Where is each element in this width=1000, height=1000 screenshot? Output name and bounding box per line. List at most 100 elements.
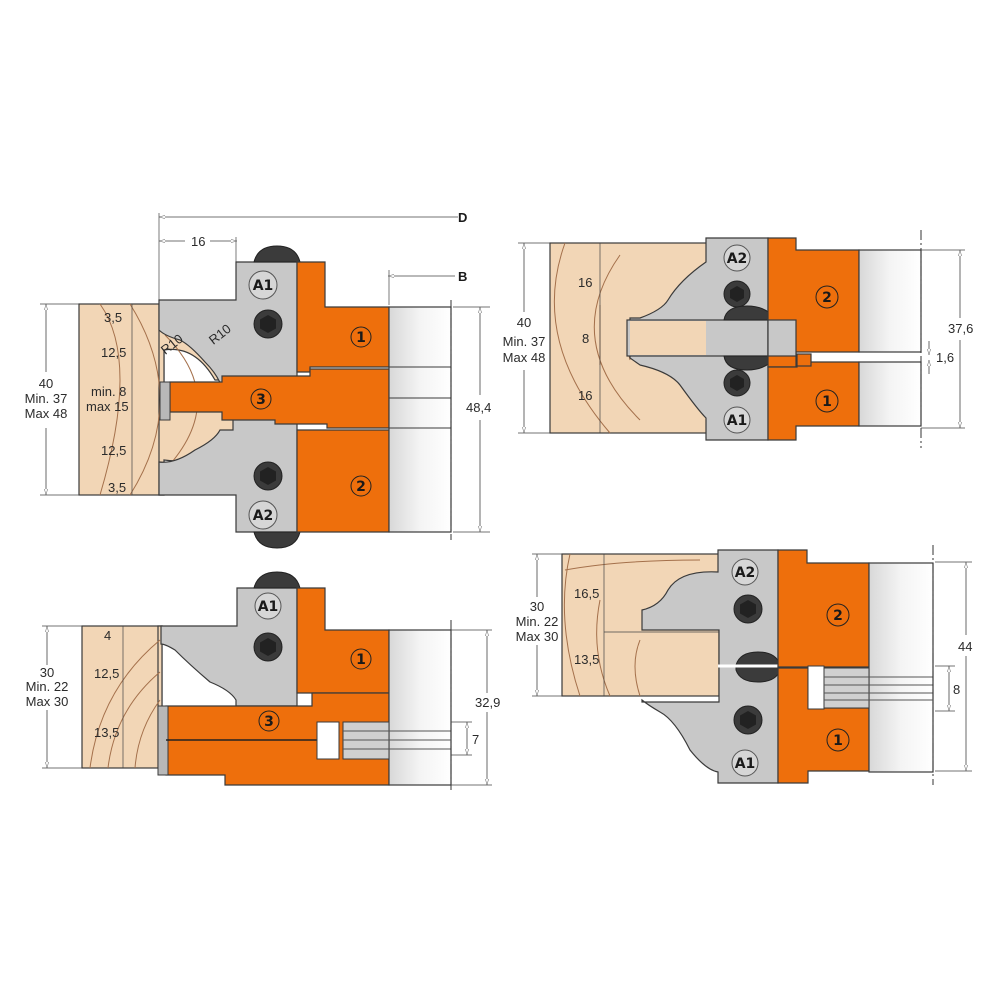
badge-cutter-1-label: 1 <box>356 330 366 346</box>
center-bar-end <box>767 319 797 357</box>
badge-a1 <box>254 592 282 620</box>
label-profile-dim: 13,5 <box>94 725 119 740</box>
blade-column <box>858 361 922 427</box>
badge-cutter-3 <box>250 388 272 410</box>
badge-a1-label: A1 <box>258 599 279 615</box>
workpiece <box>78 303 165 496</box>
slot-window <box>807 665 825 710</box>
label-profile-dim: 8 <box>582 331 589 346</box>
label-thickness: 30 <box>40 665 54 680</box>
screw-cap-top <box>253 245 301 263</box>
hex-socket-icon <box>740 600 756 618</box>
cutter-2 <box>296 429 390 533</box>
cutter-1 <box>767 361 860 441</box>
badge-a1 <box>248 270 278 300</box>
slot-window <box>316 721 340 760</box>
badge-cutter-2-label: 2 <box>822 290 832 306</box>
badge-a2 <box>723 244 751 272</box>
badge-cutter-1-label: 1 <box>822 394 832 410</box>
label-tool-height: 48,4 <box>466 400 491 415</box>
hex-socket-icon <box>740 711 756 729</box>
badge-cutter-1-label: 1 <box>356 652 366 668</box>
badge-cutter-2 <box>350 475 372 497</box>
view-bottom-left: A1 1 3 32,9 7 30 Min. 22 <box>26 571 500 790</box>
label-thickness-min: Min. 37 <box>503 334 546 349</box>
badge-a1-label: A1 <box>735 756 756 772</box>
label-thickness-min: Min. 22 <box>26 679 69 694</box>
cutter-1 <box>296 587 390 694</box>
cutter-2 <box>777 549 870 668</box>
cutter-3 <box>169 368 390 429</box>
label-thickness-max: Max 30 <box>516 629 559 644</box>
blade-column <box>858 249 922 353</box>
label-profile-dim: 16 <box>578 275 592 290</box>
screw-cap-top <box>253 571 301 589</box>
badge-cutter-2-label: 2 <box>356 479 366 495</box>
label-profile-dim: max 15 <box>86 399 129 414</box>
badge-cutter-1 <box>350 326 372 348</box>
cutter-tab <box>796 353 812 367</box>
label-gap: 1,6 <box>936 350 954 365</box>
badge-cutter-3-label: 3 <box>256 392 266 408</box>
wood-grain <box>563 553 701 697</box>
badge-cutter-3 <box>258 710 280 732</box>
label-profile-dim: 4 <box>104 628 111 643</box>
hex-socket-icon <box>730 375 744 391</box>
label-profile-dim: 16 <box>578 388 592 403</box>
hex-socket-icon <box>260 638 276 656</box>
badge-cutter-3-label: 3 <box>264 714 274 730</box>
workpiece-tongue <box>630 321 706 355</box>
hex-socket-icon <box>260 467 276 485</box>
slot-blades <box>823 667 870 709</box>
hex-socket-icon <box>260 315 276 333</box>
hex-socket-icon <box>730 286 744 302</box>
badge-a1 <box>731 749 759 777</box>
label-tool-height: 44 <box>958 639 972 654</box>
badge-a2-label: A2 <box>253 508 274 524</box>
label-profile-dim: 12,5 <box>94 666 119 681</box>
label-offset-16: 16 <box>191 234 205 249</box>
view-top-left: D 16 B A1 A2 1 <box>25 210 491 549</box>
badge-cutter-2-label: 2 <box>833 608 843 624</box>
label-tool-height: 37,6 <box>948 321 973 336</box>
badge-cutter-2 <box>826 603 850 627</box>
label-slot: 7 <box>472 732 479 747</box>
badge-a1 <box>723 406 751 434</box>
label-slot: 8 <box>953 682 960 697</box>
cutter-1 <box>296 261 390 373</box>
screw-cap-bottom <box>253 531 301 549</box>
label-d: D <box>458 210 467 225</box>
wood-grain <box>89 639 161 769</box>
badge-cutter-1 <box>815 389 839 413</box>
badge-a2-label: A2 <box>727 251 748 267</box>
label-profile-dim: 3,5 <box>104 310 122 325</box>
label-thickness: 30 <box>530 599 544 614</box>
label-tool-height: 32,9 <box>475 695 500 710</box>
badge-cutter-1 <box>350 648 372 670</box>
label-thickness: 40 <box>517 315 531 330</box>
blade-column <box>868 562 934 773</box>
label-profile-dim: 16,5 <box>574 586 599 601</box>
label-profile-dim: 3,5 <box>108 480 126 495</box>
badge-cutter-1-label: 1 <box>833 733 843 749</box>
label-thickness-max: Max 48 <box>503 350 546 365</box>
badge-a1-label: A1 <box>253 278 274 294</box>
blade-column <box>388 629 452 786</box>
cutter-3-tip <box>159 381 171 421</box>
badge-cutter-1 <box>826 728 850 752</box>
view-top-right: A2 A1 2 1 37,6 1,6 40 Min. 37 Max 48 <box>503 230 973 448</box>
label-profile-dim: 12,5 <box>101 443 126 458</box>
label-thickness-max: Max 48 <box>25 406 68 421</box>
label-profile-dim: 12,5 <box>101 345 126 360</box>
label-profile-dim: min. 8 <box>91 384 126 399</box>
label-thickness-min: Min. 22 <box>516 614 559 629</box>
label-profile-dim: 13,5 <box>574 652 599 667</box>
blade-column <box>388 306 452 533</box>
badge-a2-label: A2 <box>735 565 756 581</box>
badge-a2 <box>248 500 278 530</box>
badge-cutter-2 <box>815 285 839 309</box>
label-thickness-min: Min. 37 <box>25 391 68 406</box>
badge-a1-label: A1 <box>727 413 748 429</box>
view-bottom-right: A2 A1 2 1 44 8 30 Min. 22 <box>516 545 972 785</box>
